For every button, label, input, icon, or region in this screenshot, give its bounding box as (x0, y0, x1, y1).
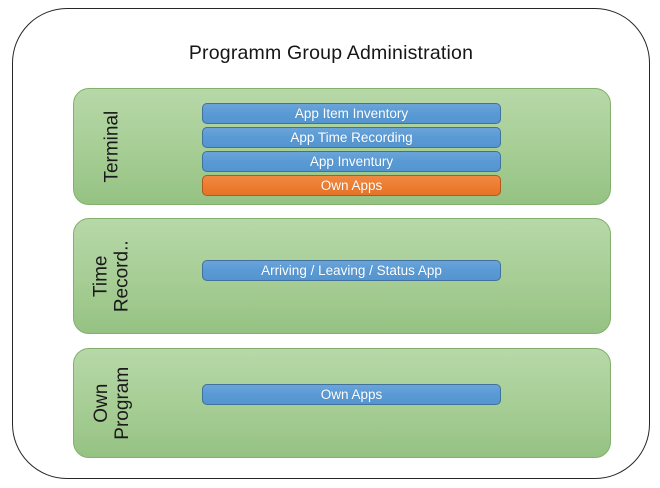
group-label-text: Own Program (90, 366, 133, 440)
group-own-program: Own Program Own Apps (73, 348, 611, 458)
outer-frame: Programm Group Administration Terminal A… (12, 8, 650, 479)
group-label-text: Time Record.. (90, 240, 133, 312)
group-time-record-label: Time Record.. (74, 219, 150, 333)
group-label-text: Terminal (101, 110, 123, 183)
app-bar-app-inventury: App Inventury (202, 151, 501, 172)
app-bar-own-apps-terminal: Own Apps (202, 175, 501, 196)
app-bar-arriving-leaving-status: Arriving / Leaving / Status App (202, 260, 501, 281)
page-title: Programm Group Administration (188, 42, 474, 64)
group-terminal-label: Terminal (74, 89, 150, 204)
app-bar-own-apps-program: Own Apps (202, 384, 501, 405)
app-bar-app-time-recording: App Time Recording (202, 127, 501, 148)
app-bar-app-item-inventory: App Item Inventory (202, 103, 501, 124)
group-own-program-label: Own Program (74, 349, 150, 457)
group-terminal: Terminal App Item Inventory App Time Rec… (73, 88, 611, 205)
group-time-record: Time Record.. Arriving / Leaving / Statu… (73, 218, 611, 334)
